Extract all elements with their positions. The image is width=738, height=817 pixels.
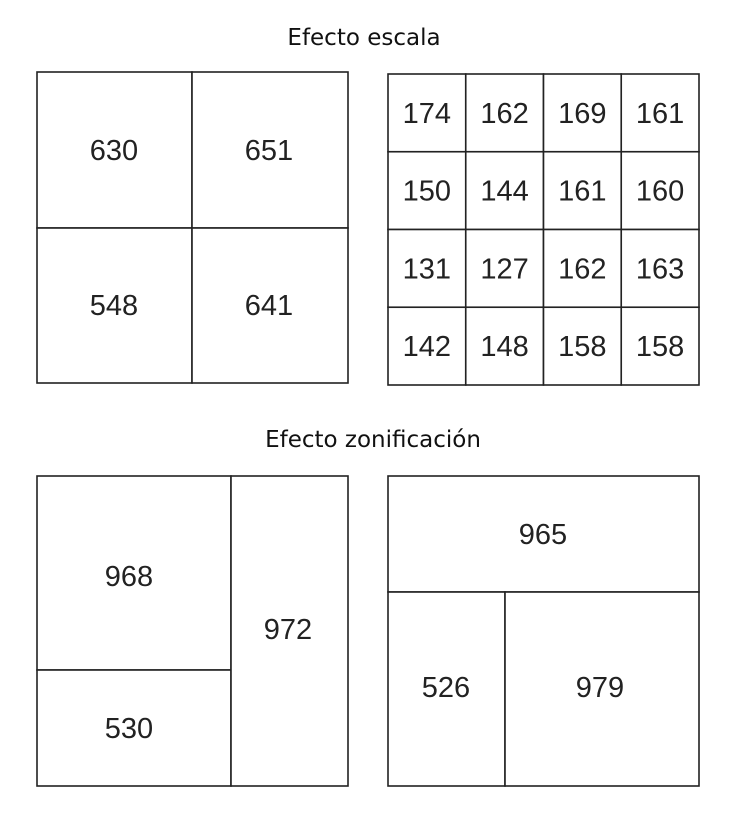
- grid-cell: [542, 306, 623, 386]
- grid-cell: [191, 227, 349, 384]
- cell-value: 131: [403, 253, 451, 285]
- cell-value: 161: [636, 98, 684, 130]
- zone-cell: [387, 475, 700, 593]
- grid-cell: [620, 306, 700, 386]
- cell-value: 161: [558, 176, 606, 208]
- grid-cell: [464, 306, 545, 386]
- cell-value: 148: [480, 331, 528, 363]
- cell-value: 158: [636, 331, 684, 363]
- grid-cell: [387, 306, 467, 386]
- cell-value: 162: [480, 98, 528, 130]
- zoning-left: 968 530 972: [36, 475, 349, 787]
- title-zoning-effect: Efecto zonificación: [265, 427, 481, 453]
- zone-cell: [504, 591, 700, 787]
- cell-value: 142: [403, 331, 451, 363]
- zone-cell: [36, 669, 232, 787]
- zone-value: 979: [576, 672, 624, 704]
- grid-cell: [464, 150, 545, 231]
- zone-value: 968: [105, 561, 153, 593]
- scale-grid-4x4: 174 162 169 161 150 144 161 160 131 127 162 163 142 1…: [387, 73, 700, 386]
- cell-value: 630: [90, 135, 138, 167]
- grid-cell: [36, 71, 193, 229]
- cell-value: 163: [636, 253, 684, 285]
- grid-cell: [191, 71, 349, 229]
- cell-value: 144: [480, 176, 528, 208]
- grid-cell: [620, 228, 700, 309]
- cell-value: 548: [90, 290, 138, 322]
- cell-value: 160: [636, 176, 684, 208]
- zone-cell: [36, 475, 232, 671]
- grid-cell: [464, 73, 545, 153]
- cell-value: 651: [245, 135, 293, 167]
- grid-cell: [36, 227, 193, 384]
- zone-cell: [230, 475, 349, 787]
- grid-cell: [620, 150, 700, 231]
- cell-value: 162: [558, 253, 606, 285]
- grid-cell: [620, 73, 700, 153]
- zoning-right: 965 526 979: [387, 475, 700, 787]
- zone-value: 526: [422, 672, 470, 704]
- title-scale-effect: Efecto escala: [287, 25, 440, 51]
- cell-value: 127: [480, 253, 528, 285]
- cell-value: 174: [403, 98, 451, 130]
- scale-grid-2x2: 630 651 548 641: [36, 71, 349, 384]
- cell-value: 150: [403, 176, 451, 208]
- zone-value: 530: [105, 713, 153, 745]
- cell-value: 158: [558, 331, 606, 363]
- grid-cell: [464, 228, 545, 309]
- cell-value: 169: [558, 98, 606, 130]
- cell-value: 641: [245, 290, 293, 322]
- zone-value: 965: [519, 519, 567, 551]
- zone-cell: [387, 591, 506, 787]
- zone-value: 972: [264, 614, 312, 646]
